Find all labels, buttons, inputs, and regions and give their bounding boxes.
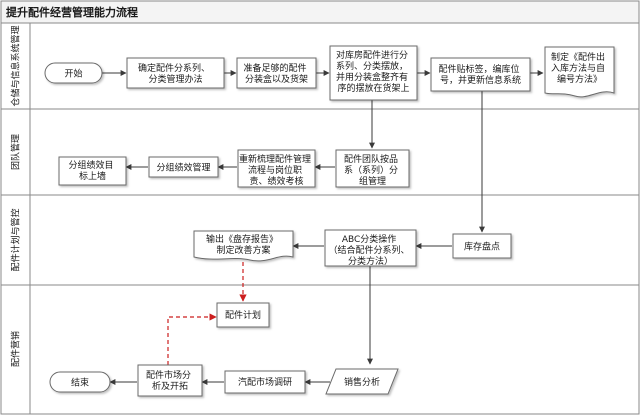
inventory-label: 库存盘点 xyxy=(464,241,500,253)
perf-label: 分组绩效管理 xyxy=(156,162,210,174)
process-prepare xyxy=(236,57,317,89)
start-terminator xyxy=(44,62,103,84)
dashed-connectors xyxy=(167,262,247,365)
plan-label: 配件计划 xyxy=(225,309,261,321)
dashed-arrow-market-plan xyxy=(167,313,217,365)
page-title: 提升配件经营管理能力流程 xyxy=(6,5,138,19)
process-abc xyxy=(324,229,417,267)
process-perf xyxy=(148,156,219,178)
end-terminator xyxy=(49,371,111,393)
process-label xyxy=(430,57,531,92)
process-perf-wall xyxy=(58,156,127,186)
abc-label: ABC分类操作 （结合配件分系列、 分类方法） xyxy=(329,233,413,267)
market-label: 配件市场分 析及开拓 xyxy=(146,369,194,392)
process-team-split xyxy=(335,149,410,188)
process-reorg xyxy=(237,149,316,188)
research-label: 汽配市场调研 xyxy=(238,376,292,388)
lane-label-marketing: 配件营销 xyxy=(10,331,22,367)
lane-label-team: 团队管理 xyxy=(10,134,22,170)
document-inout-method xyxy=(544,46,615,98)
process-define xyxy=(126,57,225,89)
lane-label-plan: 配件计划与管控 xyxy=(10,208,22,271)
label-process-label: 配件贴标签，编库位 号，并更新信息系统 xyxy=(439,63,523,86)
reorg-label: 重新梳理配件管理 流程与岗位职 责、绩效考核 xyxy=(239,153,314,187)
end-label: 结束 xyxy=(71,377,89,389)
perf-wall-label: 分组绩效目 标上墙 xyxy=(69,159,117,182)
connectors xyxy=(102,70,544,385)
process-stock-sort xyxy=(329,45,418,101)
lane-marketing: 配件营销 xyxy=(0,284,640,415)
lane-label-warehouse: 仓储与信息系统管理 xyxy=(10,25,22,106)
define-label: 确定配件分系列、 分类管理办法 xyxy=(138,62,213,85)
report-label: 输出《盘存报告》 制定改善方案 xyxy=(206,233,281,256)
process-plan xyxy=(216,302,270,328)
doc-inout-label: 制定《配件出 入库方法与自 编号方法》 xyxy=(551,51,608,85)
process-inventory xyxy=(452,233,512,259)
process-research xyxy=(224,370,306,394)
start-label: 开始 xyxy=(64,68,82,80)
process-market xyxy=(137,364,203,397)
stock-sort-label: 对库房配件进行分 系列、分类摆放， 并用分装盒整齐有 序的摆放在货架上 xyxy=(336,49,411,94)
team-split-label: 配件团队按品 系（系列）分 组管理 xyxy=(344,153,401,187)
io-sales-analysis xyxy=(325,368,399,395)
sales-label: 销售分析 xyxy=(344,376,380,388)
document-report xyxy=(193,230,294,262)
prepare-label: 准备足够的配件 分装盒以及货架 xyxy=(244,62,310,85)
